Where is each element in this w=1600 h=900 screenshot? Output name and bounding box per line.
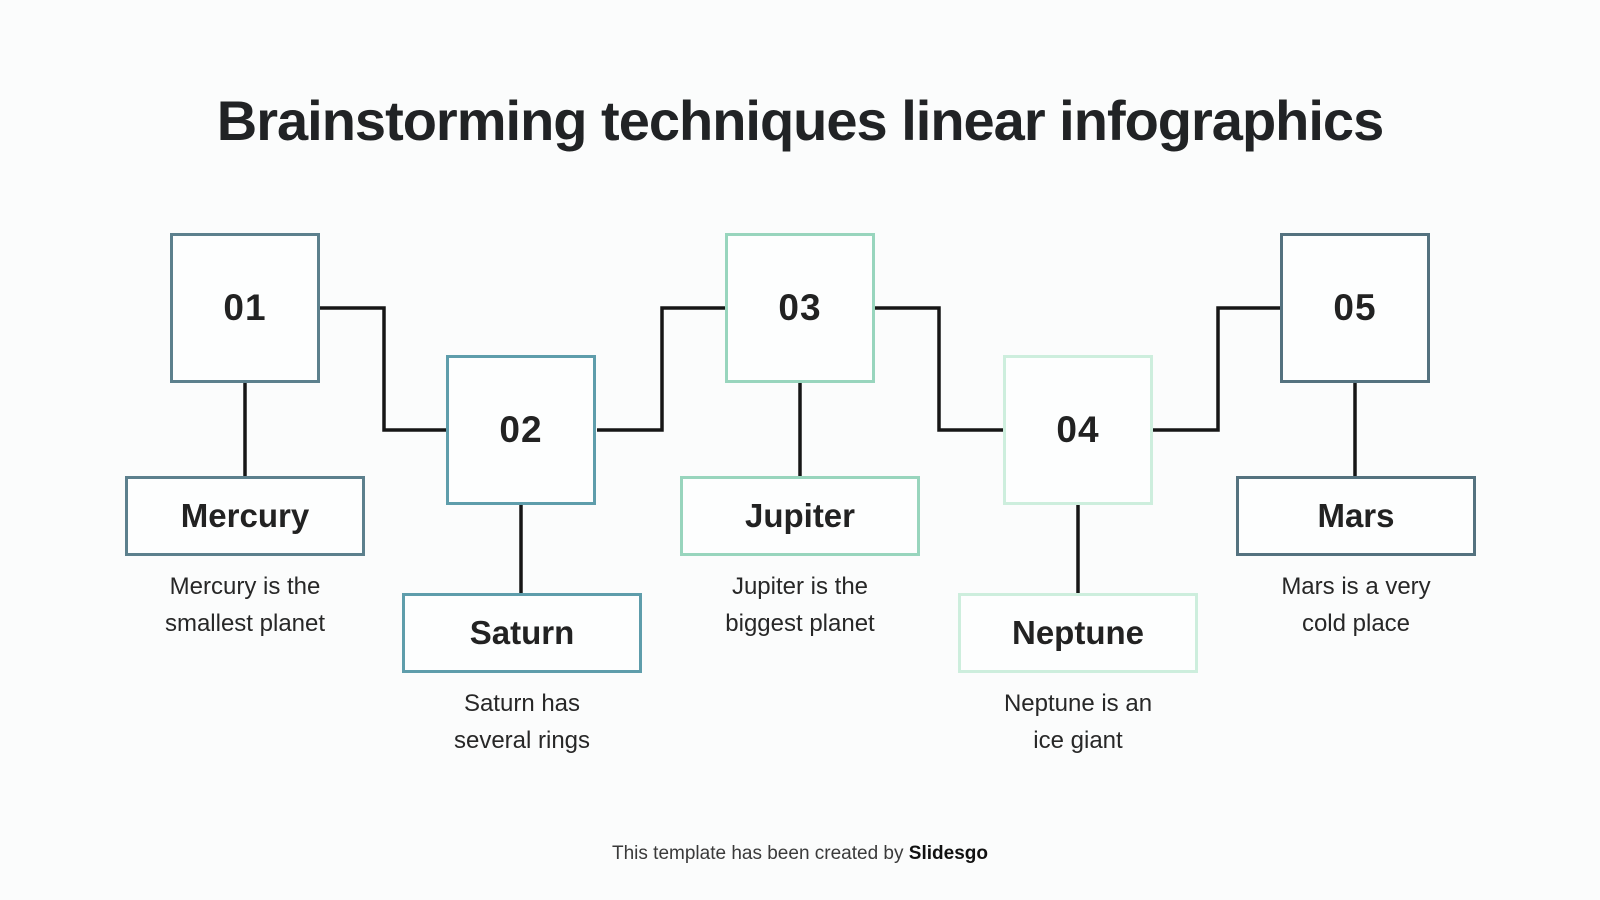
footer-brand: Slidesgo: [908, 843, 988, 864]
step-1-label-box: Mercury: [125, 476, 365, 556]
step-4-description-line2: ice giant: [1033, 727, 1123, 754]
step-5-number: 05: [1333, 287, 1377, 328]
step-4-label: Neptune: [1012, 614, 1144, 651]
step-4-description: Neptune is an ice giant: [928, 685, 1228, 759]
step-1-description-line1: Mercury is the: [169, 573, 321, 600]
step-2-description-line2: several rings: [453, 727, 591, 754]
step-2-description: Saturn has several rings: [372, 685, 672, 759]
step-2-number-box: 02: [446, 355, 596, 505]
step-4-label-box: Neptune: [958, 593, 1198, 673]
footer-credit-text: This template has been created by: [612, 843, 909, 864]
step-5-description: Mars is a very cold place: [1206, 568, 1506, 642]
footer-credit: This template has been created by Slides…: [0, 843, 1600, 865]
step-5-label: Mars: [1317, 497, 1395, 534]
step-1-number: 01: [223, 287, 267, 328]
step-3-number: 03: [778, 287, 822, 328]
step-4-number: 04: [1056, 409, 1100, 450]
connector-04-05: [1153, 306, 1280, 432]
step-3-label: Jupiter: [744, 497, 856, 534]
connector-02-03: [597, 306, 725, 432]
step-3-number-box: 03: [725, 233, 875, 383]
step-2-label-box: Saturn: [402, 593, 642, 673]
step-1-number-box: 01: [170, 233, 320, 383]
step-5-description-line1: Mars is a very: [1281, 573, 1431, 600]
connector-01-02: [320, 306, 446, 432]
step-1-description-line2: smallest planet: [164, 610, 326, 637]
step-4-number-box: 04: [1003, 355, 1153, 505]
connector-03-04: [875, 306, 1003, 432]
step-3-description-line2: biggest planet: [725, 610, 875, 637]
step-3-description-line1: Jupiter is the: [731, 573, 869, 600]
step-1-description: Mercury is the smallest planet: [95, 568, 395, 642]
step-4-description-line1: Neptune is an: [1003, 690, 1153, 717]
step-2-description-line1: Saturn has: [463, 690, 581, 717]
step-2-number: 02: [499, 409, 543, 450]
slide-title: Brainstorming techniques linear infograp…: [216, 89, 1384, 152]
step-5-description-line2: cold place: [1301, 610, 1411, 637]
step-3-description: Jupiter is the biggest planet: [650, 568, 950, 642]
step-2-label: Saturn: [469, 614, 575, 651]
step-1-label: Mercury: [180, 497, 310, 534]
step-3-label-box: Jupiter: [680, 476, 920, 556]
step-5-label-box: Mars: [1236, 476, 1476, 556]
step-5-number-box: 05: [1280, 233, 1430, 383]
